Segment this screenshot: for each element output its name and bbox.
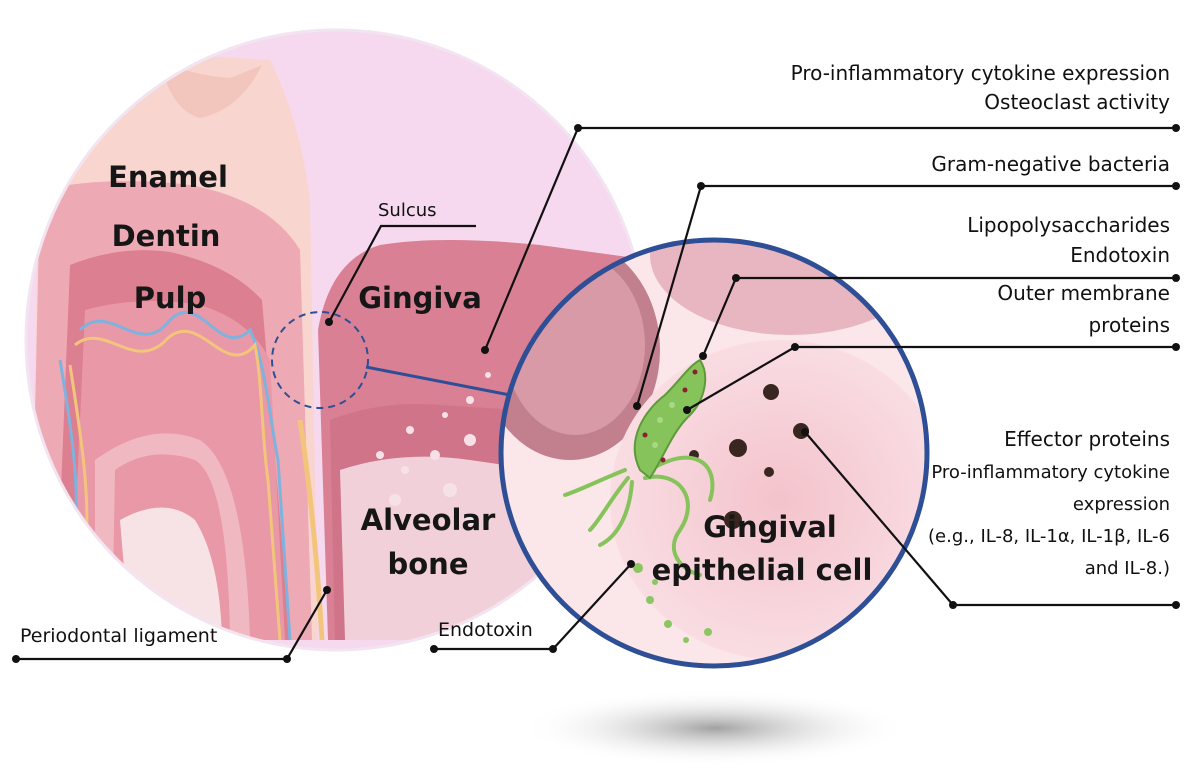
callout-effector-4: (e.g., IL-8, IL-1α, IL-1β, IL-6 [928, 526, 1170, 547]
label-alveolar-2: bone [388, 547, 469, 581]
callout-effector-5: and IL-8.) [1085, 558, 1170, 579]
callout-effector-2: Pro-inflammatory cytokine [931, 462, 1170, 483]
callout-endotoxin-right: Endotoxin [1070, 243, 1170, 267]
callout-omp-1: Outer membrane [997, 281, 1170, 305]
label-gingiva: Gingiva [358, 281, 482, 315]
label-gingival-2: epithelial cell [652, 553, 873, 587]
label-alveolar-1: Alveolar [361, 503, 496, 537]
callout-endotoxin-left: Endotoxin [438, 619, 533, 641]
label-gingival-1: Gingival [703, 510, 837, 544]
callout-cytokine-1: Pro-inflammatory cytokine expression [791, 61, 1170, 85]
epithelial-cell-body [610, 340, 950, 660]
floor-shadow [520, 690, 910, 766]
label-pulp: Pulp [134, 281, 207, 315]
callout-sulcus: Sulcus [378, 200, 437, 221]
label-dentin: Dentin [112, 219, 221, 253]
callout-effector-1: Effector proteins [1004, 427, 1170, 451]
callout-lps: Lipopolysaccharides [967, 213, 1170, 237]
callout-gram-negative: Gram-negative bacteria [931, 152, 1170, 176]
callout-effector-3: expression [1073, 494, 1170, 515]
callout-osteoclast: Osteoclast activity [984, 90, 1170, 114]
callout-periodontal-ligament: Periodontal ligament [20, 625, 217, 647]
callout-omp-2: proteins [1088, 313, 1170, 337]
label-enamel: Enamel [108, 160, 228, 194]
